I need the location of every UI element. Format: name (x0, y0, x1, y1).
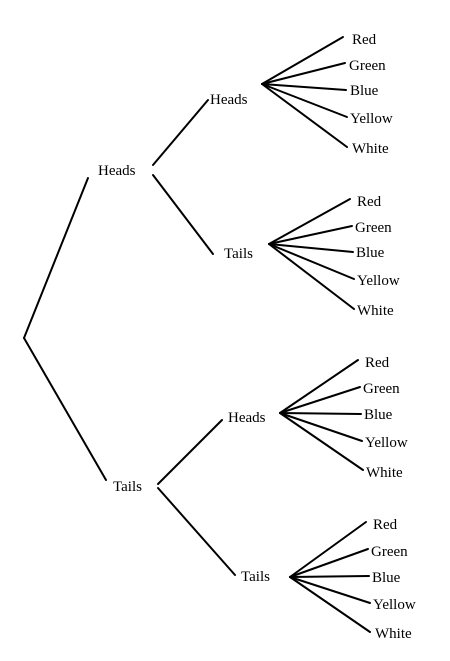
coin2-heads-label: Heads (228, 410, 266, 426)
branch-to-color-0-1 (261, 62, 346, 85)
color-leaf-label: Green (349, 58, 386, 74)
branch-to-color-0-3 (261, 83, 348, 118)
color-leaf-label: Green (371, 544, 408, 560)
color-leaf-label: White (366, 465, 403, 481)
coin1-heads-label: Heads (98, 163, 136, 179)
branch-to-color-0-0 (261, 36, 344, 85)
branch-heads-heads (152, 99, 209, 166)
branch-to-color-3-1 (289, 548, 369, 578)
branch-to-color-0-4 (261, 83, 348, 148)
coin2-tails-label: Tails (241, 569, 270, 585)
color-leaf-label: Blue (372, 570, 401, 586)
color-leaf-label: Blue (350, 83, 379, 99)
color-leaf-label: Green (363, 381, 400, 397)
branch-to-color-1-3 (268, 243, 355, 280)
branch-to-color-2-4 (279, 412, 364, 471)
branch-tails-tails (157, 487, 236, 576)
coin2-heads-label: Heads (210, 92, 248, 108)
color-leaf-label: Red (352, 32, 377, 48)
branch-to-color-3-4 (289, 576, 371, 633)
branch-to-color-3-2 (289, 575, 370, 578)
color-leaf-label: Yellow (350, 111, 393, 127)
branch-to-color-3-3 (289, 576, 371, 604)
branch-to-color-3-0 (289, 521, 367, 578)
branch-to-color-1-4 (268, 243, 355, 310)
branch-to-color-1-2 (268, 243, 354, 253)
tree-labels: Heads Tails Heads Tails Heads Tails Red … (98, 32, 416, 642)
branch-root-heads (23, 177, 89, 339)
branch-root-tails (23, 337, 107, 481)
branch-to-color-2-2 (279, 412, 362, 415)
coin1-tails-label: Tails (113, 479, 142, 495)
branch-to-color-2-1 (279, 386, 361, 414)
color-leaf-label: Yellow (365, 435, 408, 451)
branch-to-color-1-0 (268, 198, 351, 245)
branch-heads-tails (152, 174, 214, 255)
color-leaf-label: Red (357, 194, 382, 210)
branch-to-color-1-1 (268, 225, 353, 245)
tree-edges (23, 36, 371, 633)
color-leaf-label: Red (373, 517, 398, 533)
color-leaf-label: Blue (356, 245, 385, 261)
color-leaf-label: Red (365, 355, 390, 371)
color-leaf-label: White (375, 626, 412, 642)
color-leaf-label: White (352, 141, 389, 157)
color-leaf-label: Yellow (373, 597, 416, 613)
color-leaf-label: White (357, 303, 394, 319)
branch-tails-heads (157, 419, 223, 485)
color-leaf-label: Green (355, 220, 392, 236)
color-leaf-label: Blue (364, 407, 393, 423)
branch-to-color-2-3 (279, 412, 363, 442)
branch-to-color-2-0 (279, 359, 359, 414)
coin2-tails-label: Tails (224, 246, 253, 262)
branch-to-color-0-2 (261, 83, 347, 91)
color-leaf-label: Yellow (357, 273, 400, 289)
